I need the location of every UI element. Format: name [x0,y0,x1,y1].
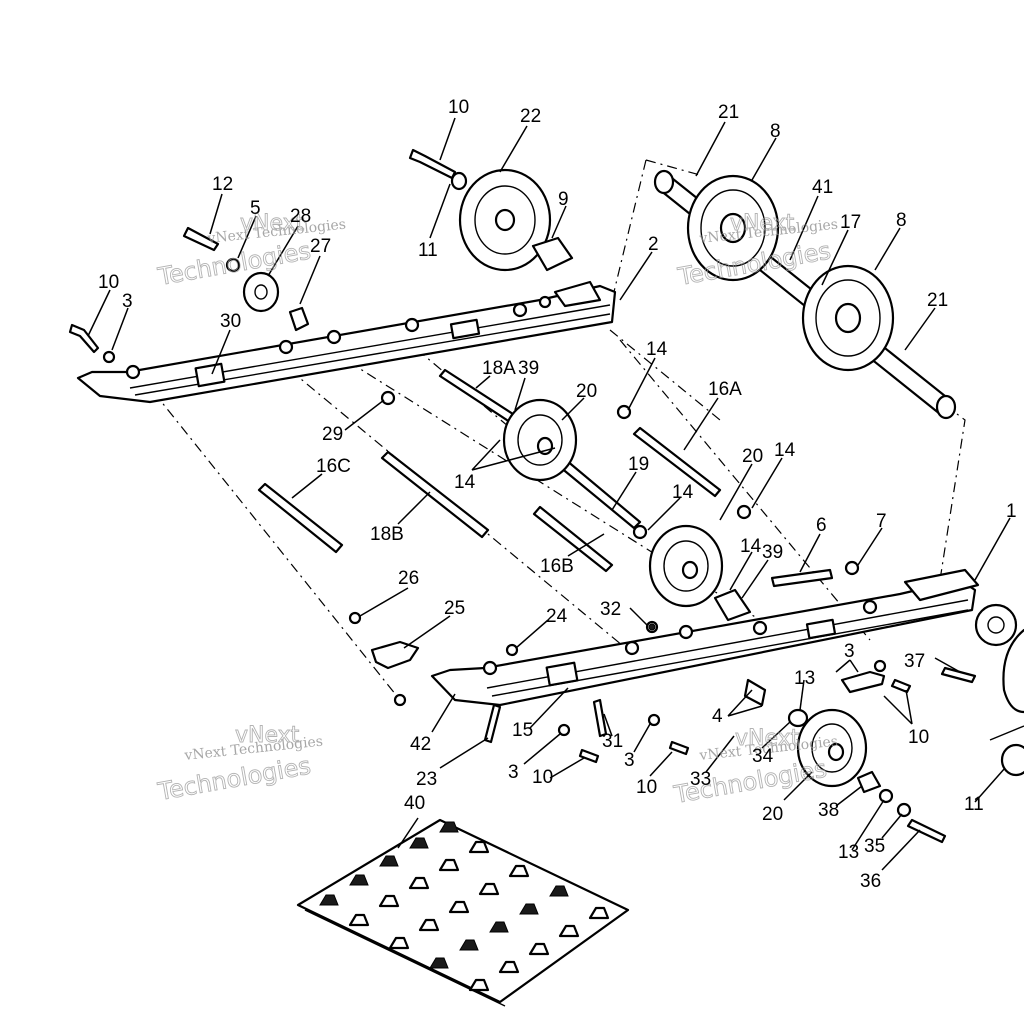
callout-label: 42 [410,734,431,755]
callout-label: 13 [838,842,859,863]
right-slide-rail [430,568,980,707]
callout-label: 3 [122,291,133,312]
left-slide-rail [76,280,617,404]
callout-label: 14 [774,440,796,461]
callout-label: 28 [290,206,311,227]
callout-label: 4 [712,706,723,727]
middle-wheels [502,398,752,622]
callout-label: 38 [818,800,839,821]
callout-label: 21 [927,290,948,311]
callout-label: 26 [398,568,419,589]
callout-label: 30 [220,311,241,332]
callout-label: 21 [718,102,739,123]
cross-shafts [257,368,752,573]
right-edge-parts [974,603,1024,777]
callout-label: 37 [904,651,925,672]
callout-label: 17 [840,212,861,233]
callout-label: 23 [416,769,437,790]
callout-label: 3 [624,750,635,771]
callout-labels: 10 22 21 8 41 17 8 21 12 5 28 27 11 9 2 … [98,97,1017,892]
callout-label: 11 [964,794,984,815]
callout-label: 10 [908,727,929,748]
callout-label: 16A [708,379,742,400]
callout-label: 15 [512,720,533,741]
callout-label: 9 [558,189,569,210]
callout-label: 3 [508,762,519,783]
callout-label: 40 [404,793,425,814]
callout-label: 5 [250,198,261,219]
callout-label: 25 [444,598,465,619]
callout-label: 20 [576,381,597,402]
left-top-hardware [68,226,552,406]
watermark-large: vNext [735,726,800,751]
upper-wheel-22 [408,148,574,272]
callout-label: 13 [794,668,815,689]
callout-label: 29 [322,424,343,445]
callout-label: 20 [742,446,763,467]
callout-label: 36 [860,871,881,892]
callout-label: 33 [690,769,711,790]
track-section-40 [296,818,630,1007]
callout-label: 10 [636,777,657,798]
callout-label: 8 [896,210,907,231]
callout-label: 7 [876,511,887,532]
callout-label: 18B [370,524,404,545]
rear-idler-assembly [653,169,957,420]
callout-label: 22 [520,106,541,127]
callout-label: 11 [418,240,438,261]
callout-label: 6 [816,515,827,536]
front-lower-hardware [348,611,809,764]
callout-label: 35 [864,836,885,857]
callout-label: 10 [98,272,119,293]
watermark-large: Technologies [155,752,313,807]
callout-label: 18A [482,358,516,379]
callout-label: 1 [1006,501,1017,522]
bolt-6-nut-7 [645,560,977,684]
callout-label: 2 [648,234,659,255]
callout-label: 39 [762,542,783,563]
leader-lines [87,117,1011,871]
callout-label: 32 [600,599,621,620]
callout-label: 39 [518,358,539,379]
watermark-large: vNext [240,211,305,236]
callout-label: 10 [448,97,469,118]
callout-label: 19 [628,454,649,475]
callout-label: 3 [844,641,855,662]
callout-label: 27 [310,236,331,257]
watermark-large: Technologies [155,237,313,292]
callout-label: 34 [752,746,774,767]
callout-label: 31 [602,731,623,752]
callout-label: 20 [762,804,783,825]
callout-label: 14 [646,339,668,360]
track-lugs [319,821,610,992]
callout-label: 16C [316,456,351,477]
callout-label: 16B [540,556,574,577]
callout-label: 14 [454,472,476,493]
callout-label: 10 [532,767,553,788]
callout-label: 14 [672,482,694,503]
callout-label: 8 [770,121,781,142]
callout-label: 12 [212,174,233,195]
watermark-large: vNext [730,211,795,236]
callout-label: 14 [740,536,762,557]
callout-label: 41 [812,177,833,198]
callout-label: 24 [546,606,568,627]
lower-wheel-20 [796,659,947,844]
watermark-large: vNext [235,723,300,748]
